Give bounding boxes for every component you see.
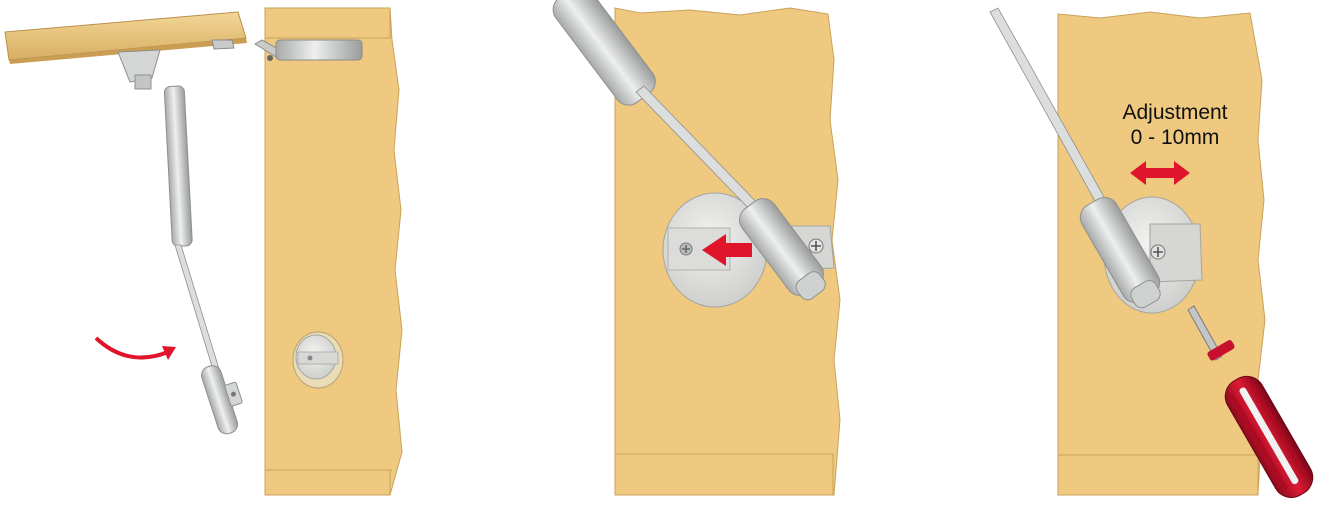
step-3 — [990, 8, 1319, 504]
cabinet-top-block — [265, 8, 390, 38]
cabinet-bottom-block — [1058, 455, 1258, 495]
adjustment-title: Adjustment — [1100, 100, 1250, 125]
step-2 — [548, 0, 840, 495]
rotation-arrow-icon — [96, 338, 176, 360]
cabinet-bottom-block — [265, 470, 390, 495]
mounting-plate-icon — [293, 332, 343, 388]
step-1 — [5, 8, 402, 495]
gas-strut-icon — [118, 50, 250, 436]
cabinet-bottom-block — [615, 454, 833, 495]
cabinet-side-panel — [265, 8, 402, 495]
adjustment-range: 0 - 10mm — [1100, 125, 1250, 150]
adjustment-label: Adjustment 0 - 10mm — [1100, 100, 1250, 150]
